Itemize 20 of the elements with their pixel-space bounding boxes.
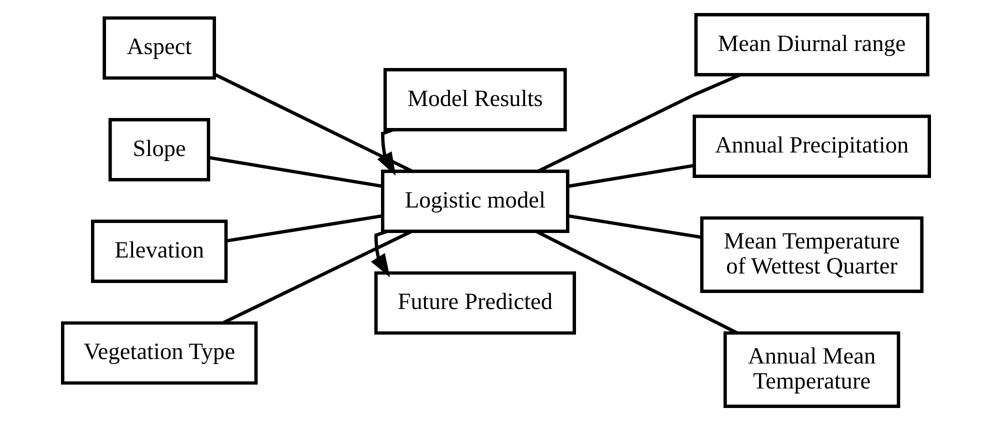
connector [568,164,694,188]
node-box: Aspect [102,16,216,80]
connector [538,73,741,173]
node-box: Elevation [91,220,228,283]
node-box: Model Results [384,68,567,132]
connector [226,214,383,242]
node-box: Slope [108,118,210,182]
node-box: Annual Mean Temperature [724,331,900,408]
connector [208,156,383,188]
connector [214,72,413,173]
node-box: Future Predicted [374,271,576,335]
node-box: Vegetation Type [61,321,258,385]
connector [568,214,702,239]
node-box: Annual Precipitation [692,114,931,178]
arrow [377,128,396,176]
node-box: Mean Diurnal range [694,13,930,76]
node-box: Mean Temperature of Wettest Quarter [700,216,924,293]
node-box: Logistic model [381,170,570,233]
connector [222,230,412,324]
arrow [370,230,390,278]
